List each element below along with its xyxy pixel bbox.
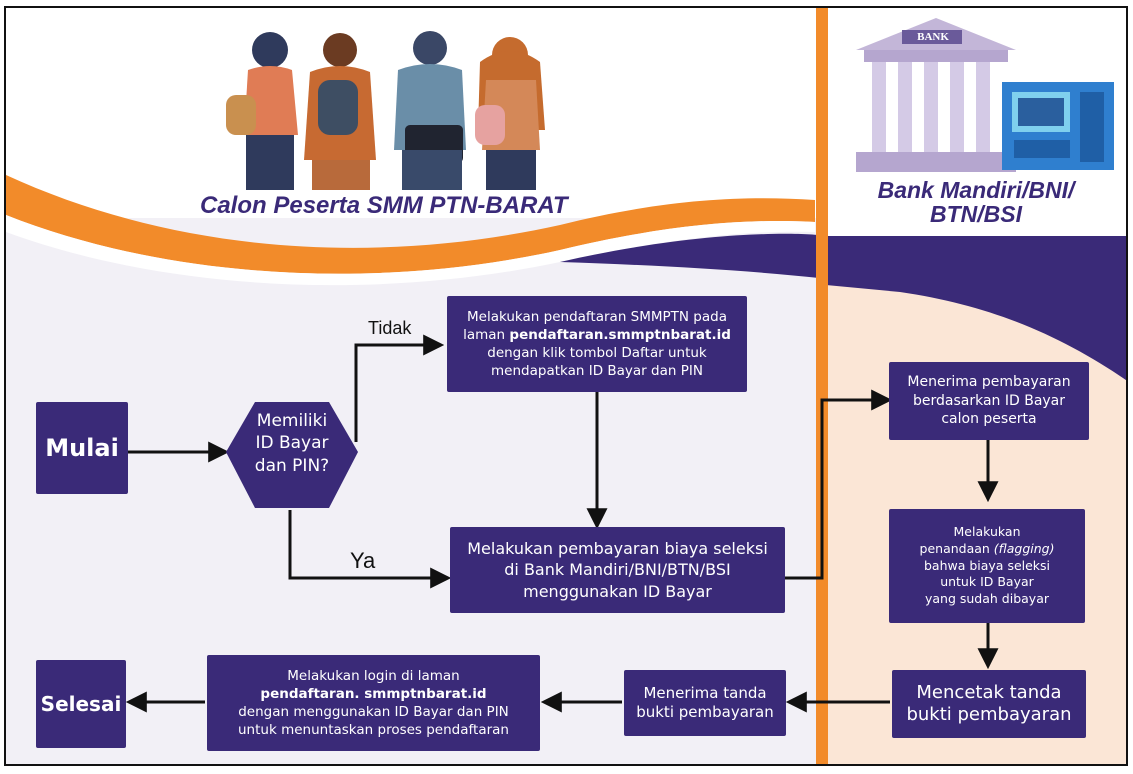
flagging-line2: penandaan (flagging) [920,541,1055,558]
register-node: Melakukan pendaftaran SMMPTN pada laman … [447,296,747,392]
right-title-line1: Bank Mandiri/BNI/ [877,177,1075,203]
receive-receipt-line2: bukti pembayaran [636,703,774,721]
right-column-title: Bank Mandiri/BNI/ BTN/BSI [856,178,1096,226]
orange-wave [6,175,815,274]
decision-line3: dan PIN? [254,455,330,476]
print-receipt-line1: Mencetak tanda [916,681,1062,703]
start-node: Mulai [36,402,128,494]
diagram-frame [4,6,1128,766]
register-line2-pre: laman [463,326,510,343]
flagging-line2-pre: penandaan [919,540,994,556]
bank-building-icon [856,18,1016,172]
decision-node-text: Memiliki ID Bayar dan PIN? [232,410,352,477]
column-divider [816,8,828,764]
payment-node: Melakukan pembayaran biaya seleksi di Ba… [450,527,785,613]
flagging-node: Melakukan penandaan (flagging) bahwa bia… [889,509,1085,623]
print-receipt-line2: bukti pembayaran [906,704,1072,725]
end-label: Selesai [40,692,122,716]
flagging-line3: bahwa biaya seleksi [923,557,1051,573]
register-line1: Melakukan pendaftaran SMMPTN pada [467,308,727,325]
payment-line1: Melakukan pembayaran biaya seleksi [467,538,768,558]
login-url: pendaftaran. smmptnbarat.id [260,685,487,702]
payment-line3: menggunakan ID Bayar [523,581,712,601]
bank-receive-node: Menerima pembayaran berdasarkan ID Bayar… [889,362,1089,440]
decision-line1: Memiliki [256,411,328,431]
end-node: Selesai [36,660,126,748]
flow-arrows [125,334,999,713]
register-url: pendaftaran.smmptnbarat.id [509,326,731,343]
print-receipt-node: Mencetak tanda bukti pembayaran [892,670,1086,738]
bank-sign: BANK [917,31,949,43]
receive-receipt-line1: Menerima tanda [643,683,767,702]
flagging-term: (flagging) [993,540,1055,556]
flagging-line4: untuk ID Bayar [940,574,1034,590]
arrow-ya [288,510,452,589]
students-illustration [226,31,545,190]
decision-shape [226,402,358,508]
register-line3: dengan klik tombol Daftar untuk [487,345,707,361]
receive-receipt-node: Menerima tanda bukti pembayaran [624,670,786,736]
login-line1: Melakukan login di laman [287,667,460,684]
login-line2: pendaftaran. smmptnbarat.id [260,685,486,703]
arrow-tidak [354,334,445,442]
right-title-line2: BTN/BSI [930,201,1022,228]
register-line2: laman pendaftaran.smmptnbarat.id [463,326,731,344]
register-line4: mendapatkan ID Bayar dan PIN [491,363,703,380]
start-label: Mulai [45,433,119,462]
login-node: Melakukan login di laman pendaftaran. sm… [207,655,540,751]
login-line3: dengan menggunakan ID Bayar dan PIN [238,704,509,720]
edge-label-yes: Ya [350,548,376,573]
bank-receive-line3: calon peserta [941,411,1037,428]
decision-line2: ID Bayar [255,433,329,454]
edge-label-no: Tidak [368,318,412,338]
left-column-title: Calon Peserta SMM PTN-BARAT [200,192,568,219]
bank-receive-line2: berdasarkan ID Bayar [912,392,1066,409]
bank-receive-line1: Menerima pembayaran [907,373,1071,390]
flagging-line5: yang sudah dibayar [924,591,1049,607]
flagging-line1: Melakukan [953,523,1021,539]
login-line4: untuk menuntaskan proses pendaftaran [238,722,509,739]
arrow-pay-to-bank [785,389,893,580]
atm-machine-icon [1002,82,1114,170]
payment-line2: di Bank Mandiri/BNI/BTN/BSI [504,560,731,580]
